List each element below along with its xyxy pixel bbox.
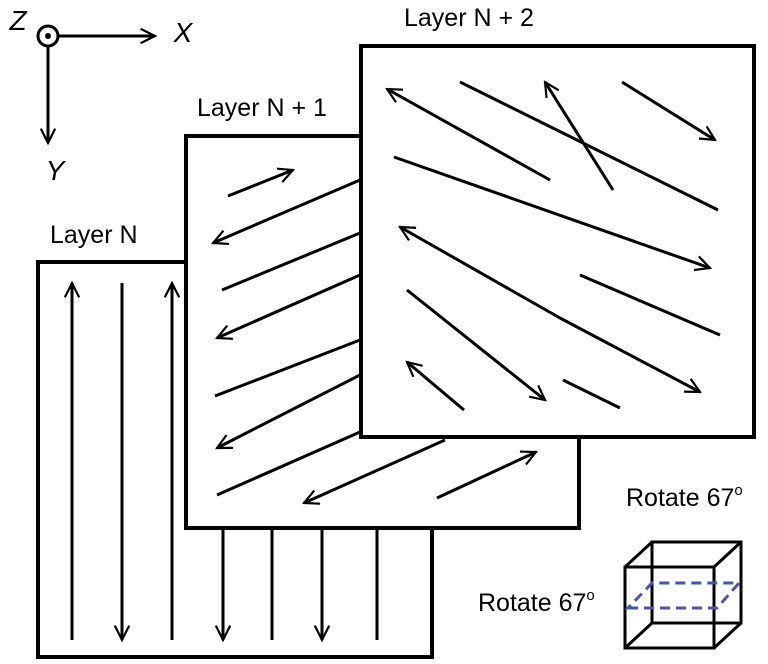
layer-n-plus-1-scan-lines — [213, 170, 536, 503]
z-axis-label: Z — [8, 5, 27, 36]
layer-n-plus-2-scan-lines — [387, 82, 721, 412]
layer-n-plus-1-label: Layer N + 1 — [197, 94, 327, 122]
rotation-cube-icon — [623, 540, 743, 650]
rotation-label-top: Rotate 67o — [626, 482, 743, 512]
layer-n-plus-2-label: Layer N + 2 — [404, 4, 534, 32]
axis-indicator — [36, 24, 155, 143]
layer-n-plus-2 — [359, 44, 756, 439]
layer-n-scan-lines — [72, 283, 379, 640]
x-axis-label: X — [173, 17, 194, 48]
layer-n-label: Layer N — [50, 221, 138, 249]
y-axis-label: Y — [46, 155, 67, 186]
rotation-label-left: Rotate 67o — [478, 587, 595, 617]
rotation-plane — [624, 581, 743, 610]
